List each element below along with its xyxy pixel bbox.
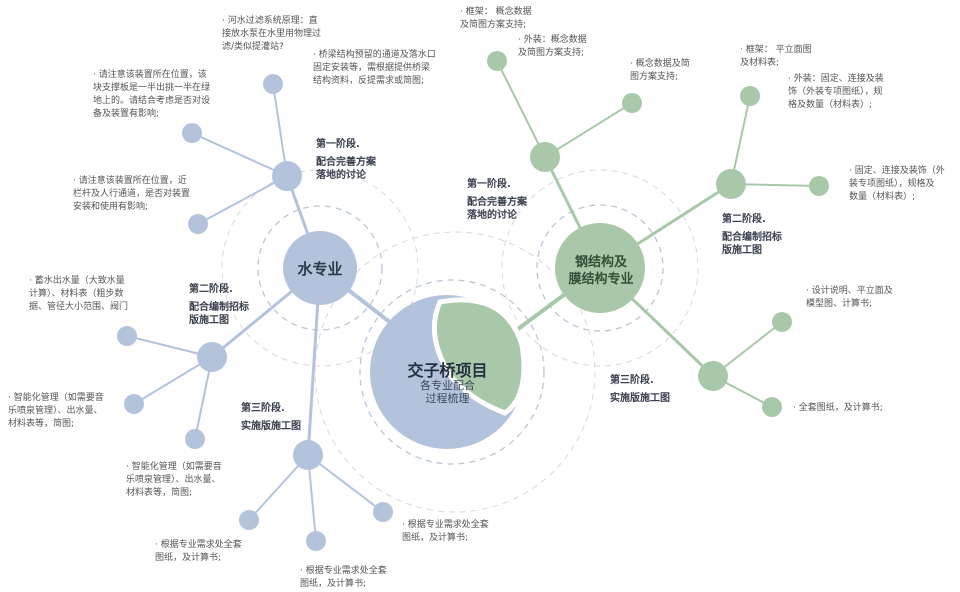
water-note: · 请注意该装置所在位置，近 栏杆及人行通道，是否对装置 安装和使用有影响; xyxy=(73,176,191,212)
dashed-rings xyxy=(221,169,699,513)
water-note: · 根据专业需求处全套 图纸，及计算书; xyxy=(402,520,489,543)
stage-title: 第二阶段. xyxy=(189,284,233,295)
steel-outer-ring xyxy=(501,169,699,367)
water-note: · 桥梁结构预留的通道及落水口 固定安装等，需根据提供桥梁 结构资料，反提需求或… xyxy=(313,50,436,86)
stage-title: 第三阶段. xyxy=(241,403,285,414)
steel-stage2-label: 第二阶段. 配合编制招标 版施工图 xyxy=(722,213,782,257)
center-outer-ring xyxy=(314,231,596,513)
stage-desc: 配合编制招标 版施工图 xyxy=(722,232,782,256)
stage-title: 第一阶段. xyxy=(316,139,360,150)
steel-note: · 概念数据及简 图方案支持; xyxy=(630,59,690,82)
steel-note: · 固定、连接及装饰（外 装专项图纸），规格及 数量（材料表）; xyxy=(849,166,945,202)
steel-note: · 外装：概念数据 及简图方案支持; xyxy=(518,35,587,58)
steel-nodes xyxy=(487,51,829,417)
stage-desc: 配合完善方案 落地的讨论 xyxy=(316,157,376,181)
stage-desc: 配合编制招标 版施工图 xyxy=(189,302,249,326)
steel-note: · 外装：固定、连接及装 饰（外装专项图纸），规 格及数量（材料表）; xyxy=(788,74,884,110)
steel-note: · 设计说明、平立面及 模型图、计算书; xyxy=(806,286,893,309)
water-note: · 根据专业需求处全套 图纸，及计算书; xyxy=(300,566,387,589)
water-note: · 请注意该装置所在位置，该 块支撑板是一半出挑一半在绿 地上的。请结合考虑是否… xyxy=(93,70,211,119)
stage-desc: 实施版施工图 xyxy=(241,421,301,432)
stage-title: 第二阶段. xyxy=(722,214,766,225)
water-hub xyxy=(283,231,357,305)
center-inner-ring xyxy=(359,279,545,465)
water-note: · 智能化管理（如需要音 乐喷泉管理）、出水量、 材料表等，简图; xyxy=(126,462,222,498)
water-stage3-label: 第三阶段. 实施版施工图 xyxy=(241,402,301,433)
water-inner-ring xyxy=(257,205,383,331)
water-note: · 蓄水出水量（大致水量 计算）、材料表（粗步数 据、管径大小范围、阀门 xyxy=(29,276,129,312)
steel-stage1-label: 第一阶段. 配合完善方案 落地的讨论 xyxy=(467,178,527,222)
water-stage2-label: 第二阶段. 配合编制招标 版施工图 xyxy=(189,283,249,327)
water-note: · 根据专业需求处全套 图纸，及计算书; xyxy=(155,540,242,563)
water-outer-ring xyxy=(221,169,419,367)
inner-rings xyxy=(257,204,664,465)
steel-inner-ring xyxy=(536,204,664,332)
center-subtitle: 各专业配合 过程梳理 xyxy=(420,379,475,405)
water-nodes xyxy=(117,74,393,551)
steel-stage3-label: 第三阶段. 实施版施工图 xyxy=(610,374,670,405)
water-stage1-label: 第一阶段. 配合完善方案 落地的讨论 xyxy=(316,138,376,182)
steel-note: · 框架： 概念数据 及简图方案支持; xyxy=(460,7,532,30)
water-hub-title: 水专业 xyxy=(297,260,343,278)
steel-hub-title: 钢结构及 膜结构专业 xyxy=(568,255,634,287)
water-note: · 河水过滤系统原理：直 接放水泵在水里用物理过 滤/类似提灌站? xyxy=(222,16,322,52)
steel-note: · 框架： 平立面图 及材料表; xyxy=(740,45,812,68)
center-title: 交子桥项目 xyxy=(407,361,488,380)
steel-hub xyxy=(555,223,645,313)
stage-title: 第一阶段. xyxy=(467,179,511,190)
stage-desc: 配合完善方案 落地的讨论 xyxy=(467,197,527,221)
stage-desc: 实施版施工图 xyxy=(610,393,670,404)
steel-note: · 全套图纸，及计算书; xyxy=(793,403,883,413)
water-note: · 智能化管理（如需要音 乐喷泉管理）、出水量、 材料表等，简图; xyxy=(8,393,104,429)
stage-title: 第三阶段. xyxy=(610,375,654,386)
center-green-leaf xyxy=(431,297,527,416)
